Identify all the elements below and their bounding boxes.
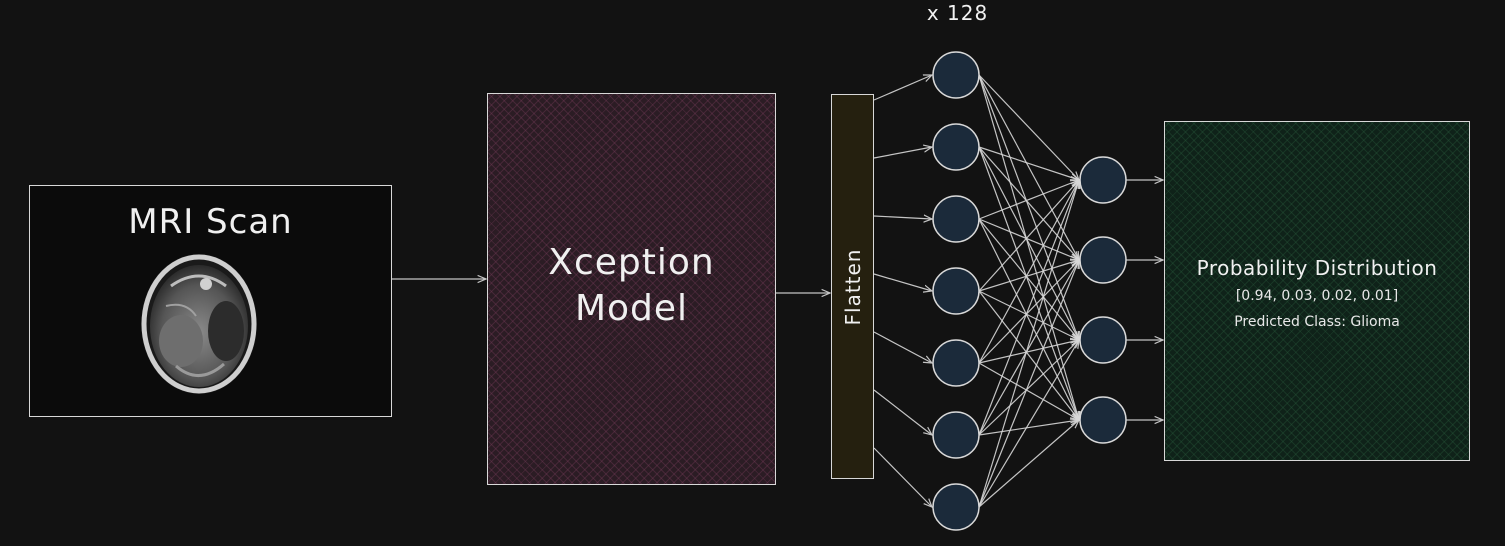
hidden-neuron (932, 483, 980, 531)
arrow-flatten-to-neuron (873, 273, 932, 291)
connection-hidden-to-output (978, 290, 1079, 420)
connection-hidden-to-output (978, 420, 1079, 508)
output-neuron (1079, 156, 1127, 204)
xception-label-line1: Xception (548, 242, 715, 283)
connection-hidden-to-output (978, 340, 1079, 436)
hidden-neuron (932, 267, 980, 315)
output-neuron (1079, 396, 1127, 444)
arrow-flatten-to-neuron (873, 447, 932, 507)
connection-hidden-to-output (978, 340, 1079, 508)
connection-hidden-to-output (978, 260, 1079, 436)
connection-hidden-to-output (978, 218, 1079, 420)
flatten-label: Flatten (840, 248, 865, 325)
connection-hidden-to-output (978, 180, 1079, 220)
arrow-flatten-to-neuron (873, 389, 932, 435)
connection-hidden-to-output (978, 362, 1079, 420)
connection-hidden-to-output (978, 74, 1079, 340)
connection-hidden-to-output (978, 74, 1079, 420)
connection-hidden-to-output (978, 146, 1079, 420)
output-box: Probability Distribution [0.94, 0.03, 0.… (1164, 121, 1470, 461)
connection-hidden-to-output (978, 146, 1079, 260)
output-neuron (1079, 316, 1127, 364)
connection-hidden-to-output (978, 180, 1079, 436)
connection-hidden-to-output (978, 146, 1079, 180)
connection-hidden-to-output (978, 180, 1079, 508)
xception-model-label: Xception Model (488, 240, 775, 332)
output-neuron (1079, 236, 1127, 284)
brain-mri-image (141, 254, 257, 394)
connection-hidden-to-output (978, 420, 1079, 436)
connection-hidden-to-output (978, 180, 1079, 292)
connection-hidden-to-output (978, 260, 1079, 364)
xception-label-line2: Model (574, 288, 689, 329)
output-predicted-class: Predicted Class: Glioma (1234, 314, 1400, 330)
mri-scan-title: MRI Scan (128, 202, 293, 242)
arrow-flatten-to-neuron (873, 331, 932, 363)
connection-hidden-to-output (978, 260, 1079, 292)
hidden-neuron (932, 195, 980, 243)
connection-hidden-to-output (978, 340, 1079, 364)
xception-model-box: Xception Model (487, 93, 776, 485)
flatten-layer-box: Flatten (831, 94, 874, 479)
output-title: Probability Distribution (1196, 256, 1438, 280)
hidden-neuron (932, 51, 980, 99)
hidden-neuron (932, 123, 980, 171)
connection-hidden-to-output (978, 260, 1079, 508)
neuron-count-label: x 128 (926, 1, 989, 25)
connection-hidden-to-output (978, 74, 1079, 180)
mri-scan-box: MRI Scan (29, 185, 392, 417)
output-probabilities: [0.94, 0.03, 0.02, 0.01] (1235, 288, 1399, 304)
arrow-flatten-to-neuron (873, 147, 932, 159)
connection-hidden-to-output (978, 218, 1079, 340)
connection-hidden-to-output (978, 180, 1079, 364)
connection-hidden-to-output (978, 290, 1079, 340)
connection-hidden-to-output (978, 218, 1079, 260)
arrow-flatten-to-neuron (873, 216, 932, 219)
arrow-flatten-to-neuron (873, 75, 932, 101)
connection-hidden-to-output (978, 146, 1079, 340)
hidden-neuron (932, 411, 980, 459)
hidden-neuron (932, 339, 980, 387)
connection-hidden-to-output (978, 74, 1079, 260)
